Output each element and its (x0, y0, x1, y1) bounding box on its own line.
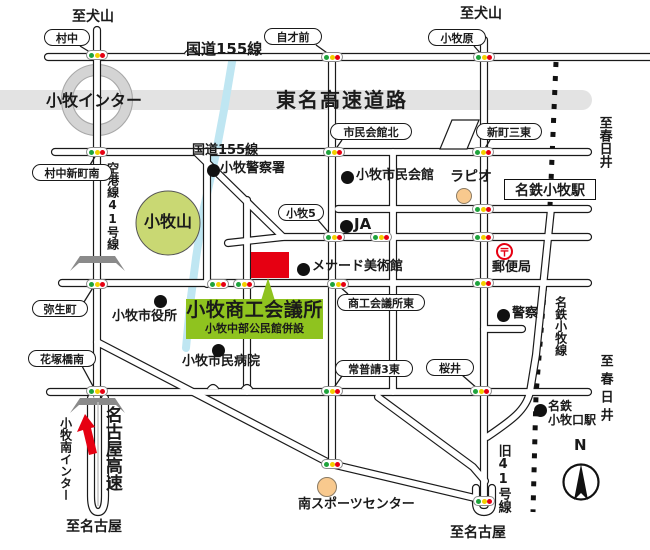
traffic-light-icon (321, 459, 343, 469)
tomei-expressway-band (0, 90, 592, 110)
traffic-light-icon (473, 496, 495, 506)
traffic-light-icon (86, 147, 108, 157)
to-nagoya-label-left: 至名古屋 (66, 519, 122, 535)
callout-hanazukabashi-minami: 花塚橋南 (28, 350, 96, 367)
post-office-icon: 〒 (496, 243, 513, 260)
to-inuyama-label-left: 至犬山 (72, 9, 114, 25)
poi-dot (339, 219, 353, 233)
meitetsu-komaki-line-label: 名鉄小牧線 (553, 296, 568, 356)
traffic-light-icon (321, 52, 343, 62)
old-route41-label: 旧41号線 (495, 444, 511, 513)
facility-circle (317, 477, 337, 497)
callout-shinmachi-higashi: 新町三東 (476, 123, 542, 140)
callout-tail (317, 219, 331, 235)
komaki-minami-interchange-label: 小牧南インター (58, 417, 73, 501)
city-hospital-label: 小牧市民病院 (182, 354, 261, 369)
traffic-light-icon (321, 386, 343, 396)
poi-dot (206, 163, 220, 177)
callout-tail (81, 365, 95, 389)
traffic-light-icon (86, 386, 108, 396)
onramp-parallelogram (439, 119, 480, 150)
meitetsu-komakiguchi-station-label-1: 名鉄 (548, 399, 573, 413)
poi-dot (340, 170, 354, 184)
meitetsu-komakiguchi-station-label-2: 小牧口駅 (548, 413, 597, 427)
facility-circle (456, 188, 472, 204)
komakiyama-hill (135, 190, 201, 256)
compass-icon (562, 463, 600, 501)
callout-shokokaigisho-higashi: 商工会議所東 (337, 294, 425, 311)
destination-pointer-triangle (260, 278, 276, 304)
traffic-light-icon (472, 204, 494, 214)
traffic-light-icon (207, 279, 229, 289)
route155-label-top: 国道155線 (186, 40, 263, 58)
to-kasugai-label-top: 至春日井 (596, 116, 612, 168)
traffic-light-icon (86, 50, 108, 60)
lapio-label: ラピオ (450, 169, 492, 185)
destination-title: 小牧商工会議所 (186, 299, 323, 321)
ja-label: JA (354, 215, 372, 233)
callout-shiminkaikan-kita: 市民会館北 (330, 123, 412, 140)
nagoya-expressway-label: 名古屋高速 (101, 406, 122, 491)
poi-dot (533, 403, 547, 417)
destination-label-box: 小牧商工会議所 小牧中部公民館併設 (186, 299, 323, 339)
police-label: 警察 (512, 306, 539, 321)
traffic-light-icon (323, 232, 345, 242)
minami-sports-center-label: 南スポーツセンター (298, 497, 415, 512)
to-nagoya-label-right: 至名古屋 (450, 525, 506, 541)
callout-jobushin3-higashi: 常普請3東 (335, 360, 413, 377)
callout-muranaka-shinmachi-minami: 村中新町南 (32, 164, 112, 181)
traffic-light-icon (327, 279, 349, 289)
komakiyama-label: 小牧山 (144, 212, 193, 231)
meitetsu-komaki-station-box: 名鉄小牧駅 (504, 179, 596, 200)
traffic-light-icon (233, 279, 255, 289)
traffic-light-icon (470, 386, 492, 396)
to-inuyama-label-right: 至犬山 (460, 6, 502, 22)
traffic-light-icon (473, 52, 495, 62)
callout-sakurai: 桜井 (426, 359, 474, 376)
menard-museum-label: メナード美術館 (312, 259, 404, 274)
callout-komakihara: 小牧原 (428, 29, 486, 46)
post-office-label: 郵便局 (492, 260, 532, 275)
meitetsu-railway-line (530, 61, 559, 513)
bridge-icons (70, 256, 125, 413)
callout-yayoicho: 弥生町 (32, 300, 88, 317)
compass-north-label: N (574, 436, 587, 454)
traffic-light-icon (472, 278, 494, 288)
destination-building-marker (251, 252, 289, 278)
to-kasugai-label-bottom: 至春日井 (597, 354, 613, 426)
poi-dot (296, 262, 310, 276)
komaki-interchange-label: 小牧インター (46, 91, 143, 110)
poi-dot (496, 308, 510, 322)
destination-subtitle: 小牧中部公民館併設 (205, 322, 304, 335)
callout-jisaimae: 自才前 (264, 28, 322, 45)
civic-hall-label: 小牧市民会館 (356, 168, 435, 183)
traffic-light-icon (472, 232, 494, 242)
airport-line-41-label: 空港線41号線 (105, 162, 120, 250)
road-hops (183, 48, 254, 390)
callout-muranaka: 村中 (44, 29, 90, 46)
traffic-light-icon (323, 147, 345, 157)
tomei-expressway-label: 東名高速道路 (276, 88, 408, 112)
poi-dot (211, 343, 225, 357)
route155-label-mid: 国道155線 (192, 143, 259, 158)
komaki-police-station-label: 小牧警察署 (220, 161, 286, 176)
city-hall-label: 小牧市役所 (112, 309, 178, 324)
direction-arrow-icon (77, 414, 97, 455)
traffic-light-icon (370, 232, 392, 242)
traffic-light-icon (86, 279, 108, 289)
callout-komaki5: 小牧5 (278, 204, 324, 221)
poi-dot (153, 294, 167, 308)
traffic-light-icon (472, 147, 494, 157)
